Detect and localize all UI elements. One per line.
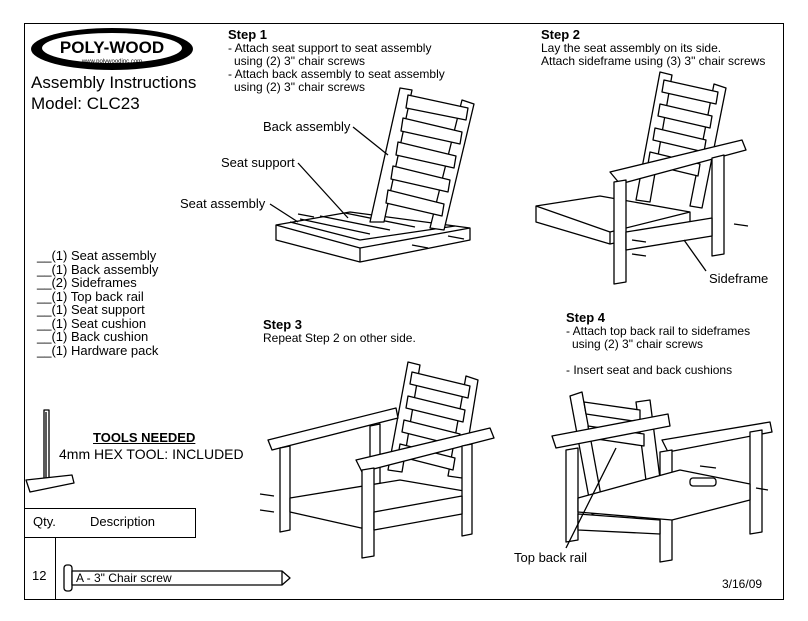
list-item: __(1) Seat assembly	[37, 248, 157, 263]
step-2-chair-drawing	[535, 71, 749, 285]
polywood-logo: POLY-WOOD www.polywoodinc.com	[30, 27, 194, 71]
step-4-line: using (2) 3" chair screws	[572, 337, 703, 351]
logo-url: www.polywoodinc.com	[81, 59, 142, 65]
tools-heading: TOOLS NEEDED	[93, 430, 196, 445]
step-3-chair-drawing	[259, 361, 495, 559]
logo-brand: POLY-WOOD	[60, 38, 164, 57]
step-2-heading: Step 2	[541, 27, 581, 42]
callout-sideframe: Sideframe	[709, 271, 769, 286]
step-1-line: - Attach seat support to seat assembly	[228, 41, 432, 55]
step-2-line: Lay the seat assembly on its side.	[541, 41, 722, 55]
step-4-heading: Step 4	[566, 310, 606, 325]
doc-date: 3/16/09	[722, 577, 763, 591]
callout-top-back-rail: Top back rail	[514, 550, 587, 565]
step-1-chair-drawing	[269, 87, 475, 263]
step-3-heading: Step 3	[263, 317, 303, 332]
step-4-chair-drawing	[551, 391, 773, 563]
step-2: Step 2 Lay the seat assembly on its side…	[541, 28, 765, 68]
list-item: __(2) Sideframes	[37, 275, 137, 290]
step-2-line: Attach sideframe using (3) 3" chair scre…	[541, 54, 766, 68]
list-item: __(1) Back assembly	[37, 261, 159, 277]
list-item: __(1) Seat cushion	[37, 315, 147, 331]
hex-tool-icon	[25, 409, 75, 493]
hardware-desc: A - 3" Chair screw	[76, 571, 172, 585]
qty-header: Qty.	[33, 514, 56, 529]
step-1-line: - Attach back assembly to seat assembly	[228, 67, 445, 81]
step-4-line: - Insert seat and back cushions	[566, 363, 733, 377]
hardware-table-header	[24, 508, 196, 538]
list-item: __(1) Back cushion	[37, 329, 149, 344]
list-item: __(1) Hardware pack	[37, 342, 159, 358]
callout-back-assembly: Back assembly	[263, 119, 351, 134]
step-1-line: using (2) 3" chair screws	[234, 80, 365, 94]
callout-seat-support: Seat support	[221, 155, 295, 170]
description-header: Description	[90, 514, 156, 529]
step-1-heading: Step 1	[228, 27, 268, 42]
parts-list: __(1) Seat assembly __(1) Back assembly …	[37, 249, 158, 357]
tools-item: 4mm HEX TOOL: INCLUDED	[59, 446, 244, 462]
list-item: __(1) Seat support	[37, 302, 145, 317]
page-border	[24, 23, 784, 600]
step-3-line: Repeat Step 2 on other side.	[263, 331, 416, 345]
callout-seat-assembly: Seat assembly	[180, 196, 266, 211]
model-number: Model: CLC23	[31, 94, 140, 113]
step-4: Step 4 - Attach top back rail to sidefra…	[566, 311, 750, 377]
step-1: Step 1 - Attach seat support to seat ass…	[228, 28, 445, 94]
hardware-qty: 12	[32, 568, 47, 583]
step-1-line: using (2) 3" chair screws	[234, 54, 365, 68]
step-4-line: - Attach top back rail to sideframes	[566, 324, 751, 338]
step-3: Step 3 Repeat Step 2 on other side.	[263, 318, 416, 345]
chair-screw-icon	[63, 564, 291, 592]
hardware-table-divider	[55, 538, 63, 600]
doc-title: Assembly Instructions	[31, 73, 197, 92]
list-item: __(1) Top back rail	[37, 288, 144, 304]
